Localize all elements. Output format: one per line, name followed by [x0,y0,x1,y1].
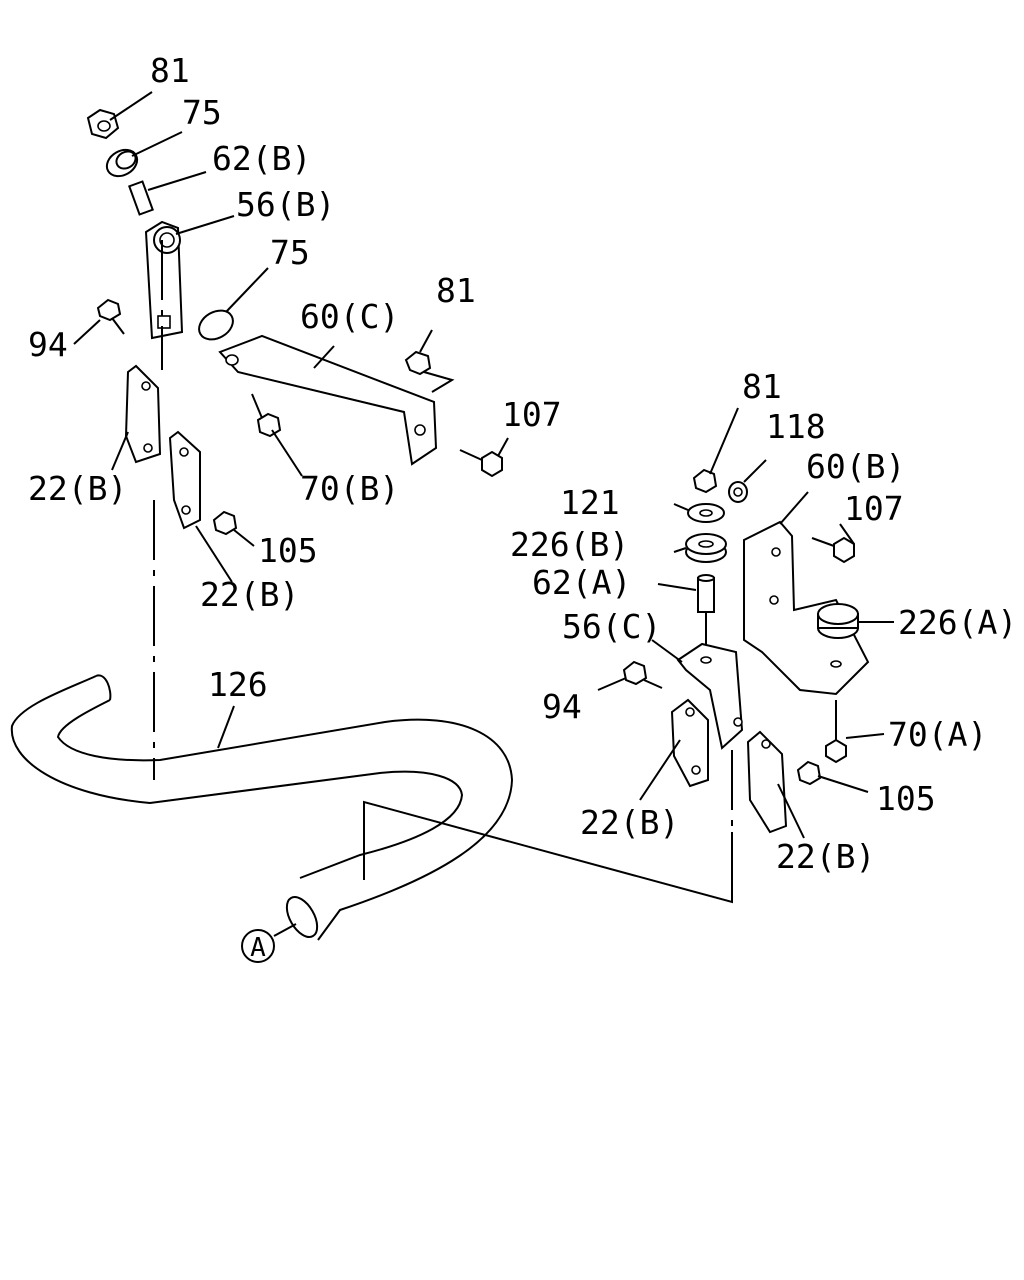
bracket-60c [218,334,438,466]
nut-105-right [796,760,822,786]
clamp-22b-left-1 [124,364,162,464]
reference-marker-a: A [241,929,275,963]
bushing-226b [685,533,727,563]
sleeve-62b [128,180,154,216]
label-107-right: 107 [844,489,904,528]
label-60b: 60(B) [806,447,905,486]
bolt-70a [825,700,847,764]
label-75-top: 75 [182,93,222,132]
label-22b-4: 22(B) [776,837,875,876]
label-70a: 70(A) [888,715,987,754]
label-81-right: 81 [742,367,782,406]
bolt-107-top [459,449,503,478]
bracket-60b [743,520,870,696]
leader-lines [73,91,894,937]
washer-118 [728,481,748,503]
label-70b: 70(B) [300,469,399,508]
marker-a-letter: A [250,933,266,963]
nut-81-right [692,468,718,494]
bracket-56c [676,642,744,750]
label-226b: 226(B) [510,525,629,564]
clamp-22b-right-1 [670,698,709,788]
label-62b: 62(B) [212,139,311,178]
label-62a: 62(A) [532,563,631,602]
clamp-22b-left-2 [168,430,201,530]
washer-121 [687,503,725,523]
bushing-75-top [105,148,139,178]
label-22b-3: 22(B) [580,803,679,842]
sleeve-62a [697,574,715,613]
nut-81-mid [404,350,455,393]
label-121: 121 [560,483,620,522]
label-75-mid: 75 [270,233,310,272]
link-56b [144,220,184,340]
clamp-22b-right-2 [746,730,788,834]
nut-81-top [86,108,120,140]
bolt-94-left [96,298,125,335]
label-94-right: 94 [542,687,582,726]
label-22b-2: 22(B) [200,575,299,614]
label-56b: 56(B) [236,185,335,224]
label-22b-1: 22(B) [28,469,127,508]
bolt-107-right [811,536,855,564]
bolt-94-right [622,660,663,689]
label-81-mid: 81 [436,271,476,310]
label-56c: 56(C) [562,607,661,646]
bushing-75-mid [198,309,234,341]
stabilizer-bar-126 [10,674,514,941]
center-line-left [153,240,163,780]
label-60c: 60(C) [300,297,399,336]
label-226a: 226(A) [898,603,1017,642]
label-126: 126 [208,665,268,704]
mount-226a [817,603,859,639]
bolt-70b [251,393,282,438]
label-118: 118 [766,407,826,446]
label-81-top: 81 [150,51,190,90]
label-105-right: 105 [876,779,936,818]
nut-105-left [212,510,238,536]
label-107-top: 107 [502,395,562,434]
label-105-left: 105 [258,531,318,570]
label-94-left: 94 [28,325,68,364]
